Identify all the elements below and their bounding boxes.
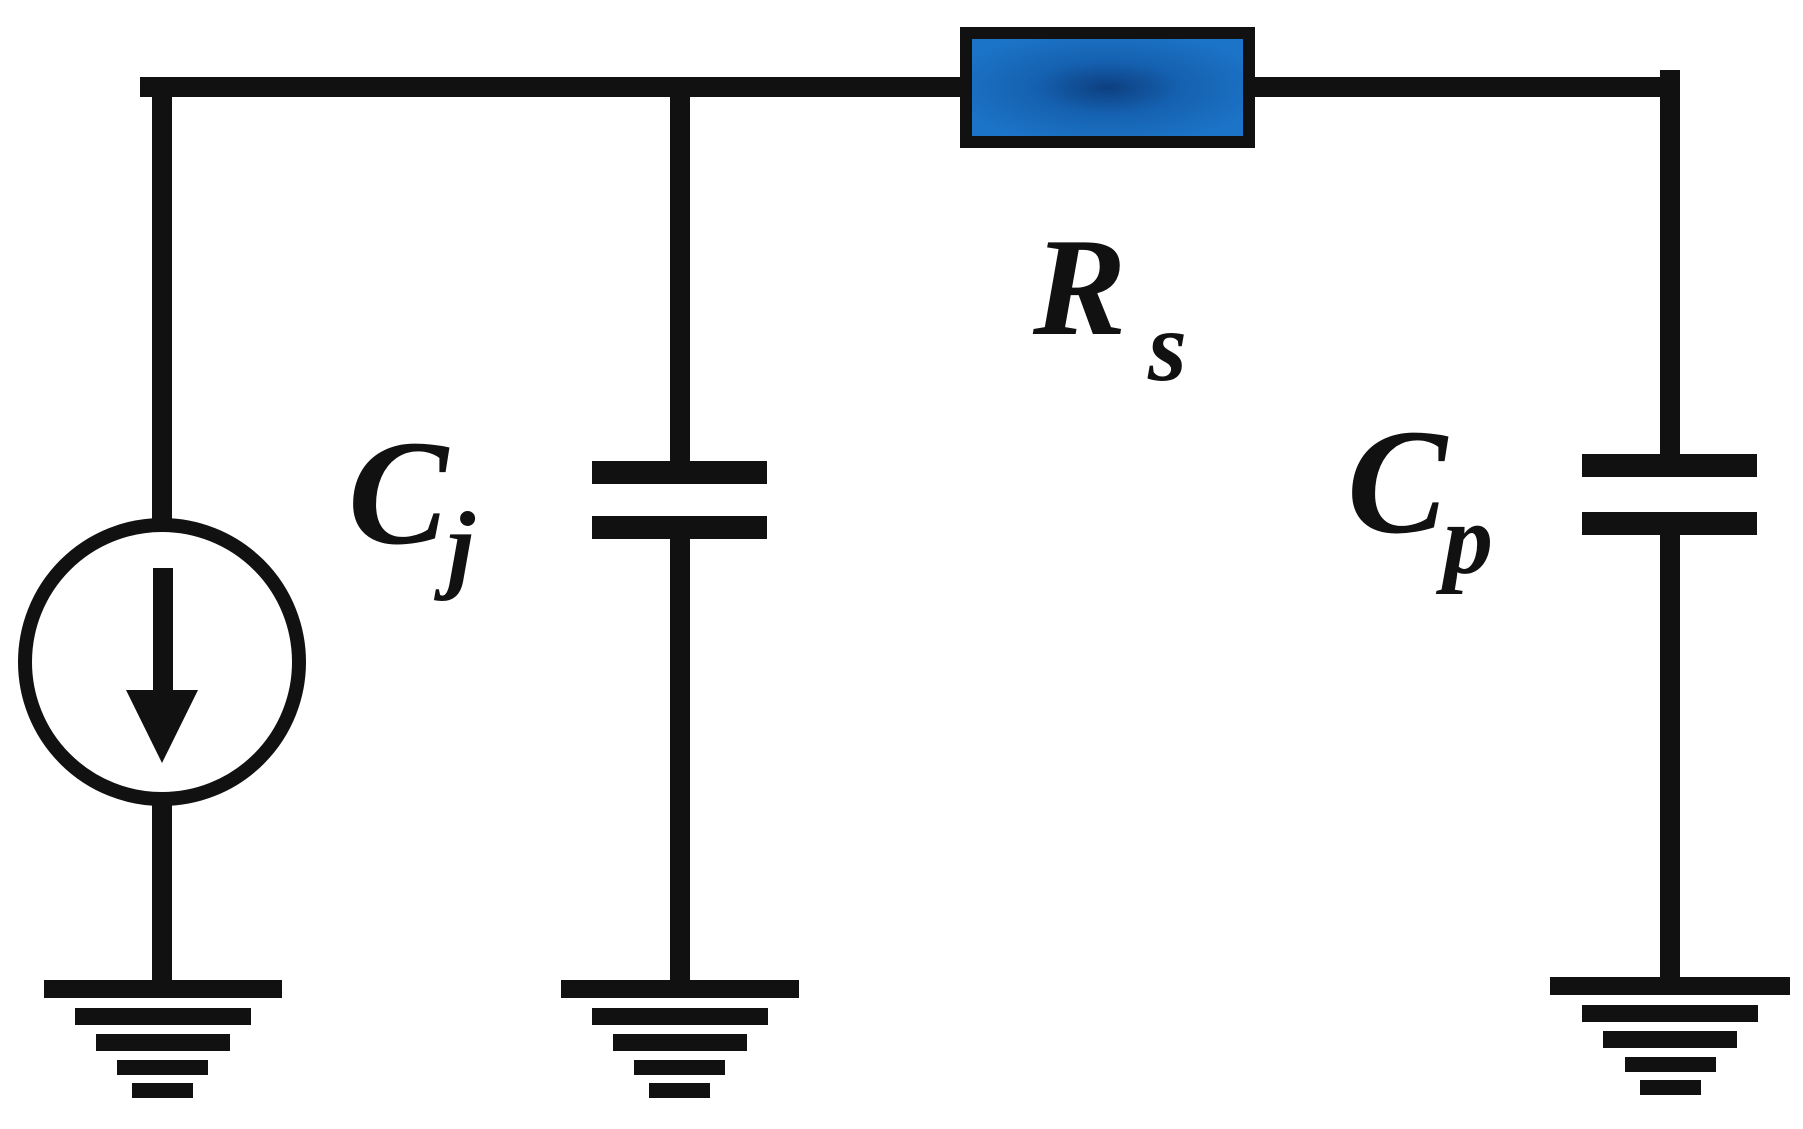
label-cp: C p (1347, 399, 1493, 595)
label-rs-sub: s (1147, 291, 1187, 402)
resistor-rs (960, 27, 1255, 148)
label-cj: C j (348, 410, 476, 602)
label-cp-sub: p (1435, 484, 1493, 595)
label-rs-main: R (1032, 210, 1126, 365)
current-source (18, 518, 306, 806)
label-cj-main: C (348, 410, 450, 576)
label-cp-main: C (1347, 399, 1449, 565)
ground-right (1550, 977, 1790, 1095)
label-rs: R s (1032, 210, 1187, 402)
ground-left (44, 980, 282, 1098)
current-direction-arrow-icon (126, 568, 198, 763)
ground-middle (561, 980, 799, 1098)
